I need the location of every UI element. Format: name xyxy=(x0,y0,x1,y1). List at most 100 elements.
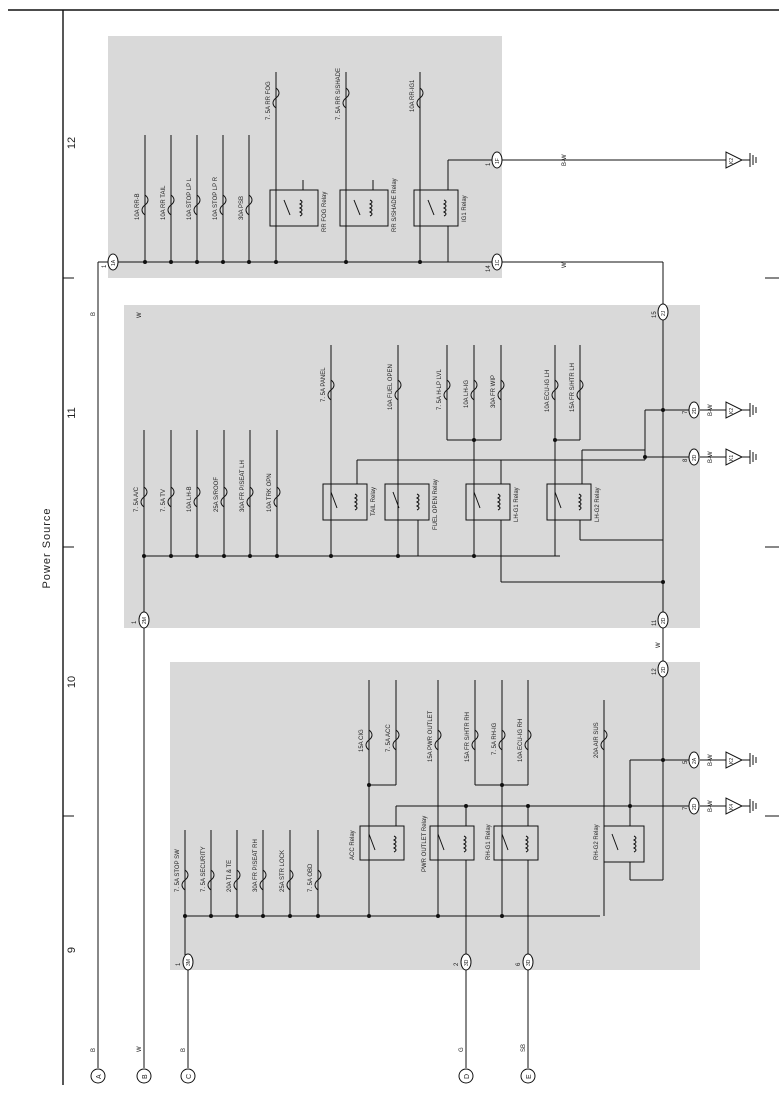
fuse-label: 10A RR TAIL xyxy=(161,185,167,220)
fuse-label: 7. 5A A/C xyxy=(134,486,140,512)
svg-text:7: 7 xyxy=(683,806,689,810)
ground-symbol: K1 xyxy=(725,448,757,466)
fuse-label: 30A FR WIP xyxy=(491,375,497,408)
wire-color: B-W xyxy=(708,754,714,766)
fuse-label: 20A TI & TE xyxy=(227,860,233,892)
relay-label: IG1 Relay xyxy=(462,195,468,222)
terminal-e: E SB xyxy=(520,1044,536,1084)
connector: 2D 8 xyxy=(683,448,700,466)
svg-text:3M: 3M xyxy=(186,959,192,966)
terminal-c: C B xyxy=(180,1048,196,1084)
junction-block-3: 7. 5A STOP SW 7. 5A SECURITY 20A TI & TE… xyxy=(170,660,700,971)
svg-text:C: C xyxy=(186,1074,193,1079)
fuse-label: 7. 5A OBD xyxy=(308,863,314,892)
fuse-label: 7. 5A TV xyxy=(161,489,167,512)
fuse-label: 15A FR S/HTR RH xyxy=(465,712,471,762)
svg-text:15: 15 xyxy=(652,311,658,318)
svg-text:E: E xyxy=(526,1074,533,1079)
svg-text:SB: SB xyxy=(521,1044,527,1052)
relay-label: RH-G2 Relay xyxy=(594,824,600,860)
svg-text:6: 6 xyxy=(516,962,522,966)
relay-label: RR S/SHADE Relay xyxy=(392,178,398,232)
svg-text:2M: 2M xyxy=(142,617,148,624)
ground-symbol: K4 xyxy=(725,797,757,815)
svg-text:1A: 1A xyxy=(111,259,117,266)
page-frame xyxy=(8,9,779,1085)
svg-text:G: G xyxy=(459,1047,465,1052)
svg-text:K1: K1 xyxy=(729,455,735,461)
fuse-label: 10A RR-B xyxy=(135,193,141,220)
wire-color: W xyxy=(137,312,143,318)
fuse-label: 15A FR S/HTR LH xyxy=(570,363,576,412)
fuse-label: 10A ECU-IG LH xyxy=(545,370,551,412)
svg-text:B: B xyxy=(91,1048,97,1052)
svg-text:B: B xyxy=(181,1048,187,1052)
svg-text:K4: K4 xyxy=(729,804,735,810)
svg-text:12: 12 xyxy=(652,668,658,675)
svg-text:D: D xyxy=(464,1074,471,1079)
svg-text:B: B xyxy=(142,1074,149,1079)
fuse-label: 7. 5A PANEL xyxy=(321,367,327,402)
fuse-label: 10A ECU-IG RH xyxy=(518,719,524,762)
connector: 2D 12 xyxy=(652,660,669,678)
svg-text:3D: 3D xyxy=(464,959,470,966)
fuse-label: 25A S/ROOF xyxy=(214,477,220,512)
fuse-label: 7. 5A RR FOG xyxy=(266,81,272,120)
terminal-b: B W xyxy=(136,1046,152,1084)
terminal-a: A B xyxy=(90,1048,106,1084)
junction-block-2: 7. 5A A/C 7. 5A TV 10A LH-B 25A S/ROOF 3… xyxy=(124,303,700,629)
wire-color: B-W xyxy=(562,154,568,166)
relay-label: TAIL Relay xyxy=(371,487,377,516)
svg-text:2D: 2D xyxy=(661,617,667,624)
fuse-label: 10A LH-IG xyxy=(464,380,470,408)
svg-text:11: 11 xyxy=(652,619,658,626)
fuse-label: 10A FUEL OPEN xyxy=(388,364,394,410)
junction-block-1: 10A RR-B 10A RR TAIL 10A STOP LP L 10A S… xyxy=(102,36,503,278)
fuse-label: 30A FR P/SEAT RH xyxy=(253,839,259,892)
connector: 2D 7 xyxy=(683,797,700,815)
svg-text:14: 14 xyxy=(486,265,492,272)
svg-text:2D: 2D xyxy=(661,666,667,673)
svg-text:W: W xyxy=(137,1046,143,1052)
svg-text:A: A xyxy=(96,1074,103,1079)
fuse-label: 25A STR LOCK xyxy=(280,850,286,892)
relay-label: LH-G1 Relay xyxy=(514,487,520,522)
svg-text:K2: K2 xyxy=(729,408,735,414)
fuse-label: 15A CIG xyxy=(359,729,365,752)
terminal-d: D G xyxy=(458,1047,474,1084)
svg-text:1: 1 xyxy=(486,162,492,166)
fuse-label: 7. 5A RR S/SHADE xyxy=(336,68,342,120)
relay-label: PWR OUTLET Relay xyxy=(422,816,428,872)
fuse-label: 7. 5A H-LP LVL xyxy=(437,369,443,410)
svg-text:1F: 1F xyxy=(495,158,501,164)
connector: 1A 1 xyxy=(102,253,119,271)
wire-color: B xyxy=(91,312,97,316)
relay-label: RH-G1 Relay xyxy=(486,824,492,860)
wire-color: B-W xyxy=(708,800,714,812)
connector: 2A 5 xyxy=(683,751,700,769)
svg-text:5: 5 xyxy=(683,760,689,764)
fuse-label: 20A AIR SUS xyxy=(594,722,600,758)
ground-symbol: K2 xyxy=(725,151,757,169)
wire-color: B-W xyxy=(708,451,714,463)
svg-text:2J: 2J xyxy=(661,310,667,316)
wire-color: W xyxy=(656,642,662,648)
fuse-label: 10A RR-IG1 xyxy=(410,79,416,112)
relay-label: LH-G2 Relay xyxy=(595,487,601,522)
fuse-label: 10A TRK OPN xyxy=(267,473,273,512)
section-number: 11 xyxy=(66,407,78,418)
wire-color: W xyxy=(562,262,568,268)
svg-text:K2: K2 xyxy=(729,158,735,164)
fuse-label: 10A STOP LP R xyxy=(213,176,219,220)
fuse-label: 7. 5A STOP SW xyxy=(175,849,181,892)
svg-text:K2: K2 xyxy=(729,758,735,764)
connector: 3D 6 xyxy=(516,953,534,971)
svg-text:1C: 1C xyxy=(495,259,501,266)
svg-text:8: 8 xyxy=(683,458,689,462)
section-number: 12 xyxy=(66,137,78,149)
ground-symbol: K2 xyxy=(725,401,757,419)
relay-label: ACC Relay xyxy=(350,830,356,860)
relay-label: FUEL OPEN Relay xyxy=(433,479,439,530)
page-title: Power Source xyxy=(41,507,53,588)
